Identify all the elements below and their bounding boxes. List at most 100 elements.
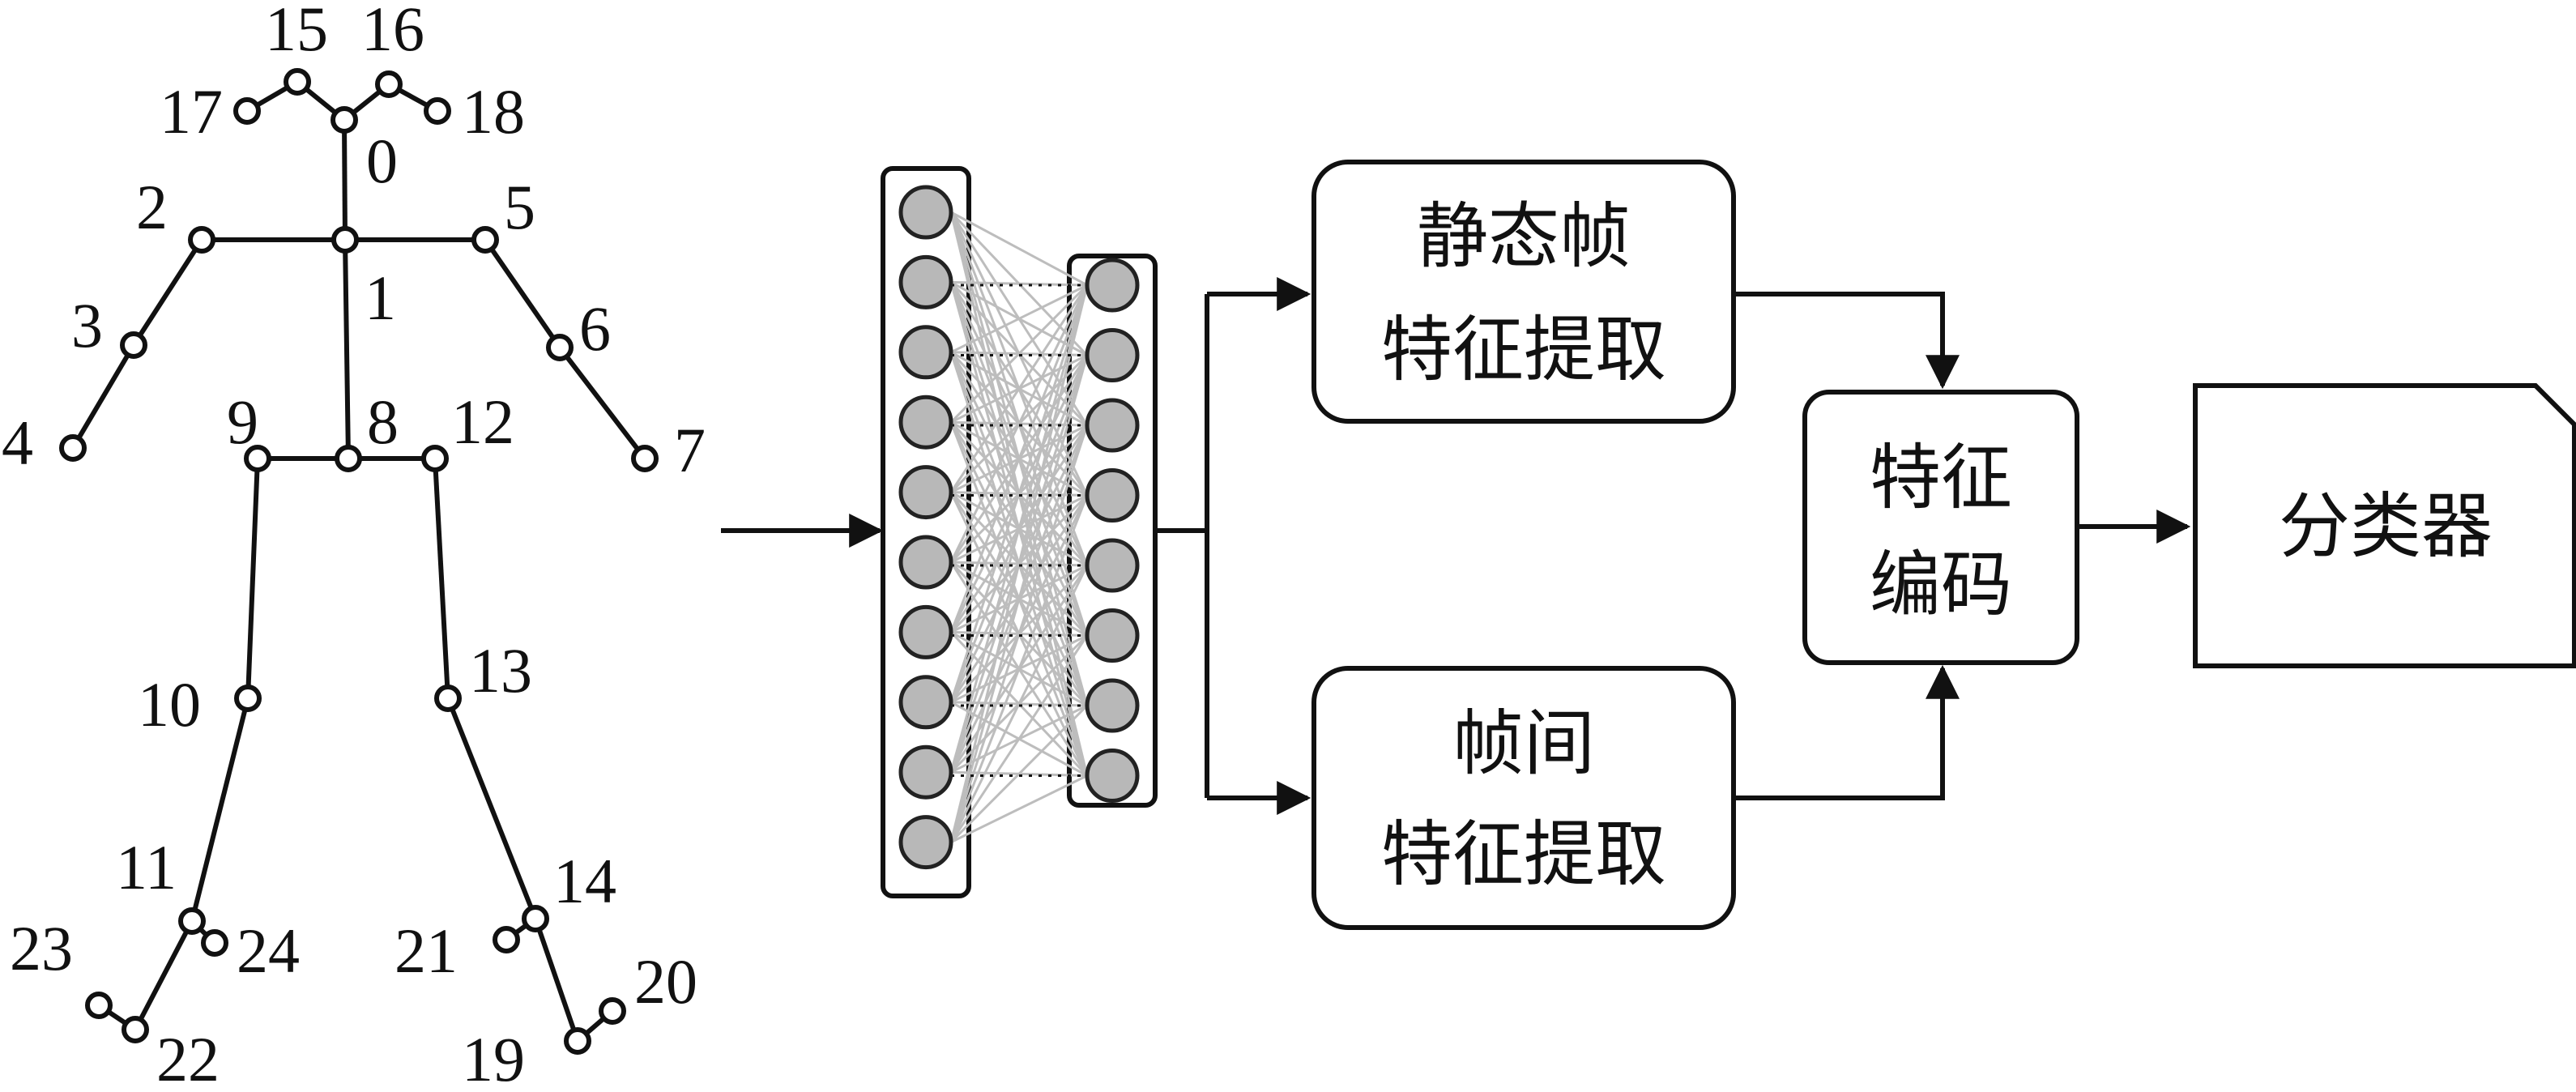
bone-6-7 [557, 346, 647, 460]
joint-label-12: 12 [451, 386, 514, 457]
input-neuron [898, 535, 953, 590]
connection-9-5 [949, 634, 1089, 843]
bone-0-1 [342, 119, 348, 241]
input-neuron [898, 675, 953, 730]
joint-10 [234, 685, 262, 712]
skeleton-joints [59, 68, 659, 1055]
joint-label-6: 6 [579, 293, 611, 364]
input-neuron [898, 744, 953, 800]
bone-14-19 [533, 918, 580, 1042]
joint-label-18: 18 [462, 76, 525, 147]
joint-8 [335, 445, 362, 472]
input-neuron [898, 604, 953, 659]
classifier-box [2193, 383, 2576, 668]
neural-network [881, 166, 1158, 898]
connection-9-7 [950, 774, 1088, 843]
joint-11 [178, 907, 206, 935]
hidden-neuron [1085, 398, 1140, 453]
connection-1-0 [950, 280, 1088, 287]
joint-5 [471, 226, 499, 254]
joint-label-11: 11 [116, 832, 177, 902]
feature-encoding-subtitle: 编码 [1870, 543, 2012, 626]
feature-encoding-title: 特征 [1870, 436, 2012, 519]
skeleton-figure: 0 1 2 3 4 5 6 7 8 9 10 11 12 13 14 15 16… [2, 0, 706, 1092]
static-frame-title: 静态帧 [1417, 194, 1631, 278]
joint-label-2: 2 [136, 172, 168, 242]
connection-9-0 [949, 284, 1089, 842]
connection-3-0 [949, 284, 1089, 424]
connection-6-0 [949, 284, 1089, 633]
joint-label-13: 13 [469, 635, 532, 706]
arrow-static-to-encoder [1734, 292, 1960, 390]
inter-frame-feature-block: 帧间 特征提取 [1311, 666, 1736, 930]
connection-9-3 [949, 494, 1089, 843]
joint-9 [244, 445, 271, 472]
network-dashed-links [951, 284, 1087, 777]
bone-13-14 [446, 697, 538, 920]
joint-12 [421, 445, 449, 472]
joint-3 [120, 331, 147, 359]
classifier-block: 分类器 [2193, 383, 2576, 668]
bone-1-8 [343, 239, 351, 459]
hidden-neuron [1085, 749, 1140, 803]
skeleton-joint-labels: 0 1 2 3 4 5 6 7 8 9 10 11 12 13 14 15 16… [2, 0, 706, 1092]
connection-7-0 [949, 284, 1089, 703]
inter-frame-subtitle: 特征提取 [1381, 813, 1666, 896]
hidden-neuron [1085, 258, 1140, 313]
bone-2-3 [131, 238, 204, 347]
joint-label-4: 4 [2, 407, 33, 478]
arrow-inter-to-encoder [1734, 664, 1960, 800]
joint-label-19: 19 [462, 1024, 525, 1088]
input-neuron [898, 185, 953, 240]
input-neuron [898, 254, 953, 309]
hidden-neuron [1085, 468, 1140, 523]
network-neurons [898, 185, 1140, 870]
input-neuron [898, 815, 953, 870]
classifier-label: 分类器 [2279, 484, 2493, 568]
joint-17 [233, 97, 261, 125]
joint-label-21: 21 [395, 915, 458, 986]
static-frame-subtitle: 特征提取 [1381, 308, 1666, 391]
bone-5-6 [483, 238, 562, 349]
joint-13 [434, 685, 462, 712]
joint-label-10: 10 [138, 669, 201, 740]
joint-2 [188, 226, 215, 254]
joint-14 [522, 905, 549, 932]
joint-label-15: 15 [265, 0, 328, 64]
joint-20 [599, 997, 626, 1025]
joint-label-0: 0 [366, 126, 398, 196]
hidden-neuron [1085, 608, 1140, 663]
joint-label-5: 5 [504, 172, 535, 242]
connection-9-1 [949, 355, 1089, 843]
bone-3-4 [70, 343, 136, 450]
joint-label-20: 20 [634, 946, 697, 1017]
connection-8-0 [949, 284, 1089, 773]
joint-6 [546, 334, 574, 361]
joint-label-3: 3 [71, 290, 103, 360]
joint-0 [331, 106, 358, 134]
bone-10-11 [190, 697, 250, 922]
joint-label-16: 16 [361, 0, 424, 64]
joint-21 [493, 926, 520, 953]
joint-22 [122, 1016, 149, 1043]
joint-24 [201, 929, 228, 957]
joint-19 [564, 1027, 591, 1055]
hidden-neuron [1085, 678, 1140, 733]
joint-label-23: 23 [10, 913, 73, 983]
joint-label-1: 1 [365, 262, 396, 333]
connection-9-6 [949, 704, 1089, 843]
network-connections [949, 211, 1089, 843]
connection-2-0 [950, 284, 1088, 354]
bone-9-10 [245, 458, 260, 699]
input-neuron [898, 465, 953, 520]
hidden-neuron [1085, 538, 1140, 593]
joint-18 [424, 97, 451, 125]
input-neuron [898, 395, 953, 450]
joint-label-17: 17 [160, 76, 223, 147]
joint-1 [331, 226, 359, 254]
inter-frame-title: 帧间 [1452, 702, 1595, 785]
connection-9-4 [949, 565, 1089, 843]
joint-7 [631, 445, 659, 472]
